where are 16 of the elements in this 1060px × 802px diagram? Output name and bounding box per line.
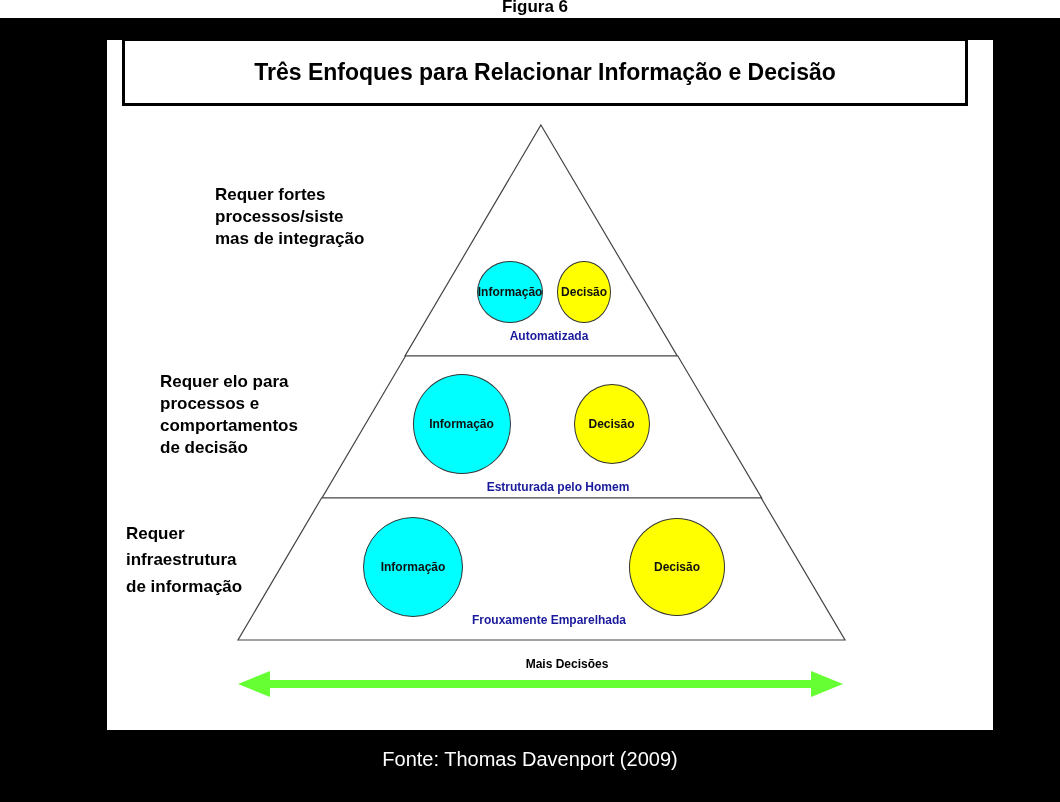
circle-label: Decisão [588,417,635,431]
side-note: Requer infraestrutura de informação [126,523,244,598]
tier-label: Automatizada [509,329,589,343]
figure-number: Figura 6 [500,0,570,17]
caption: Fonte: Thomas Davenport (2009) [381,748,679,771]
axis-label: Mais Decisões [524,657,610,671]
tier-label: Frouxamente Emparelhada [471,613,627,627]
title: Três Enfoques para Relacionar Informação e Decisão [254,58,836,86]
circle-label: Informação [477,285,543,299]
circle-label: Informação [380,560,446,574]
circle-label: Decisão [561,285,608,299]
circle-label: Informação [429,417,494,431]
circle-label: Decisão [654,560,700,574]
side-note: Requer elo para processos e comportamentos de decisão [160,371,299,460]
side-note: Requer fortes processos/siste mas de integração [215,184,366,251]
tier-label: Estruturada pelo Homem [486,480,630,494]
